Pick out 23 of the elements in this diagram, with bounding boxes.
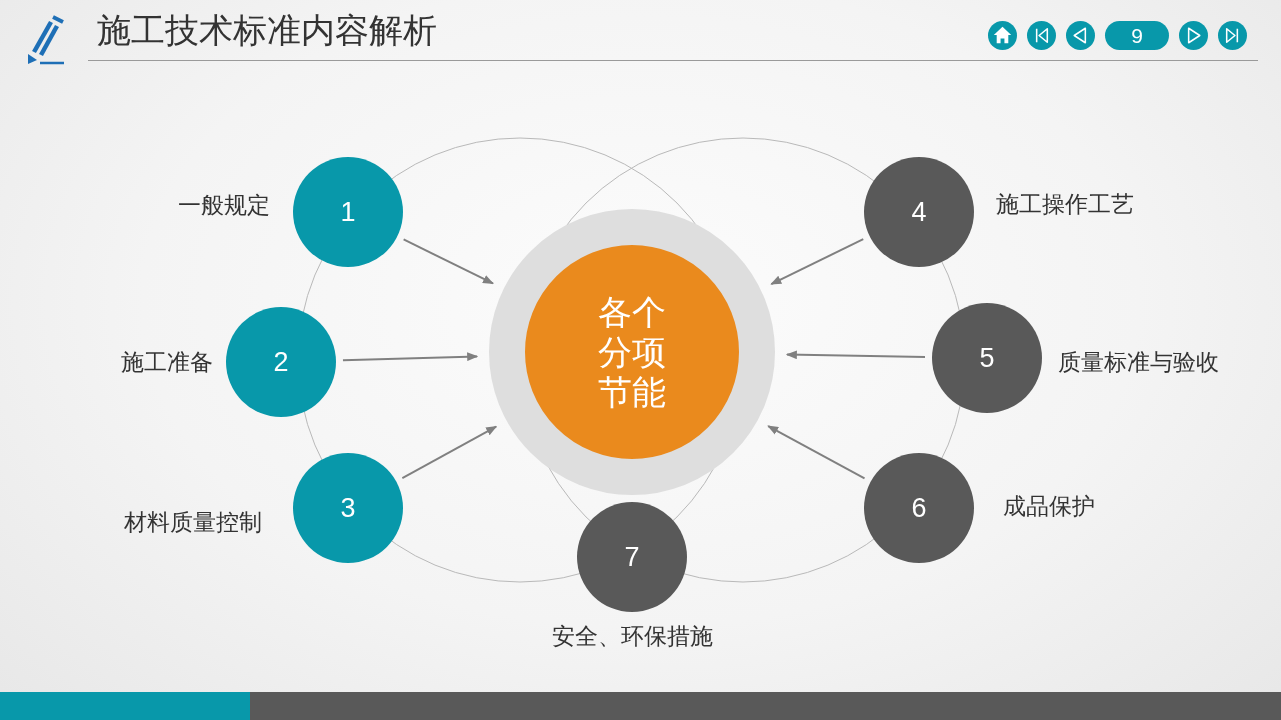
step-label: 施工准备	[121, 348, 213, 377]
step-label: 一般规定	[178, 191, 270, 220]
step-number: 4	[911, 196, 927, 228]
step-label: 施工操作工艺	[996, 190, 1134, 219]
arrow	[402, 238, 494, 285]
step-number: 5	[979, 342, 995, 374]
arrow	[785, 350, 926, 360]
step-number: 2	[273, 346, 289, 378]
step-number: 6	[911, 492, 927, 524]
step-number: 1	[340, 196, 356, 228]
step-label: 安全、环保措施	[551, 622, 713, 651]
arrow	[341, 352, 479, 362]
step-label: 质量标准与验收	[1058, 348, 1219, 377]
step-number: 7	[624, 541, 640, 573]
step-label: 成品保护	[1003, 492, 1095, 521]
page-title: 施工技术标准内容解析	[97, 10, 437, 51]
page-number: 9	[1105, 21, 1169, 50]
arrow	[770, 238, 865, 286]
arrow	[401, 425, 498, 480]
step-number: 3	[340, 492, 356, 524]
hub-label: 各个分项节能	[597, 292, 667, 412]
arrow	[767, 425, 866, 480]
step-label: 材料质量控制	[124, 508, 262, 537]
